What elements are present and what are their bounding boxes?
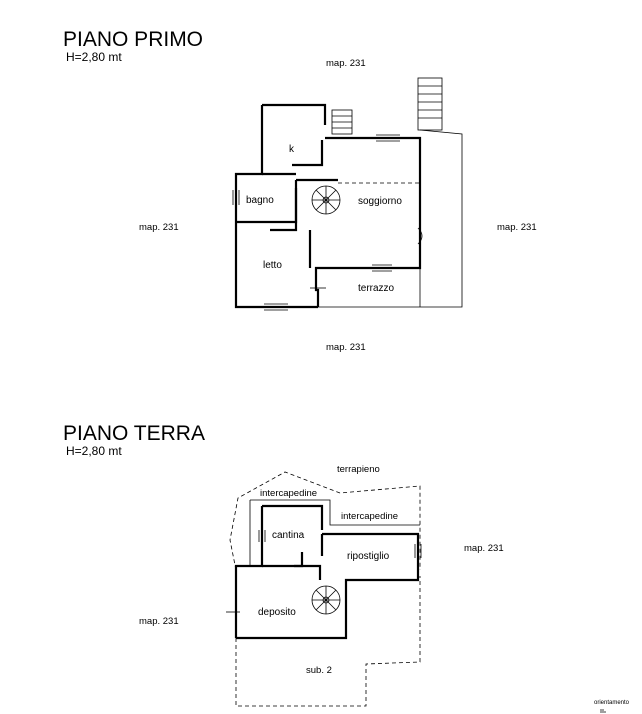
ground-floor-map-right: map. 231 <box>464 543 504 554</box>
room-bathroom-label: bagno <box>246 195 274 206</box>
first-floor-door <box>417 227 423 245</box>
first-floor-plan: k bagno soggiorno letto terrazzo <box>232 77 463 311</box>
first-floor-outer-wall <box>234 103 327 309</box>
ground-floor-cavity-outline <box>249 499 420 566</box>
first-floor-map-bottom: map. 231 <box>326 342 366 353</box>
first-floor-map-top: map. 231 <box>326 58 366 69</box>
first-floor-height: H=2,80 mt <box>66 50 122 64</box>
first-floor-spiral-stair <box>311 185 341 215</box>
room-terrace-label: terrazzo <box>358 283 395 294</box>
first-floor-stair-wall <box>292 140 324 167</box>
room-storage-label: ripostiglio <box>347 551 390 562</box>
compass-icon <box>600 709 606 713</box>
room-bedroom-label: letto <box>263 260 282 271</box>
ground-floor-storage-wall <box>236 532 420 640</box>
room-kitchen-label: k <box>289 144 295 155</box>
ground-floor-cantina-wall <box>234 504 324 638</box>
room-cellar-label: cantina <box>272 530 305 541</box>
ground-floor-dashed-envelope <box>229 471 421 571</box>
first-floor-partition <box>262 172 312 268</box>
ground-floor-spiral-stair <box>311 585 341 615</box>
first-floor-terrace-outline <box>318 129 463 308</box>
ground-floor-cavity-top: intercapedine <box>260 488 317 499</box>
orientation-label: orientamento <box>594 700 630 706</box>
ground-floor-map-left: map. 231 <box>139 616 179 627</box>
first-floor-title: PIANO PRIMO <box>63 28 203 51</box>
room-depot-label: deposito <box>258 607 296 618</box>
ground-floor-title: PIANO TERRA <box>63 422 205 445</box>
first-floor-kitchen-wall <box>314 136 422 307</box>
ground-floor-sub: sub. 2 <box>306 665 332 676</box>
ground-floor-height: H=2,80 mt <box>66 444 122 458</box>
ground-floor-depot-wall <box>262 564 322 580</box>
first-floor-map-left: map. 231 <box>139 222 179 233</box>
ground-floor-embankment: terrapieno <box>337 464 380 475</box>
ground-floor-cavity-right: intercapedine <box>341 511 398 522</box>
first-floor-map-right: map. 231 <box>497 222 537 233</box>
ground-floor-plan: cantina ripostiglio deposito <box>226 471 422 707</box>
first-floor-external-stair <box>331 77 443 135</box>
ground-floor-sub-outline <box>235 576 421 707</box>
room-living-label: soggiorno <box>358 196 402 207</box>
